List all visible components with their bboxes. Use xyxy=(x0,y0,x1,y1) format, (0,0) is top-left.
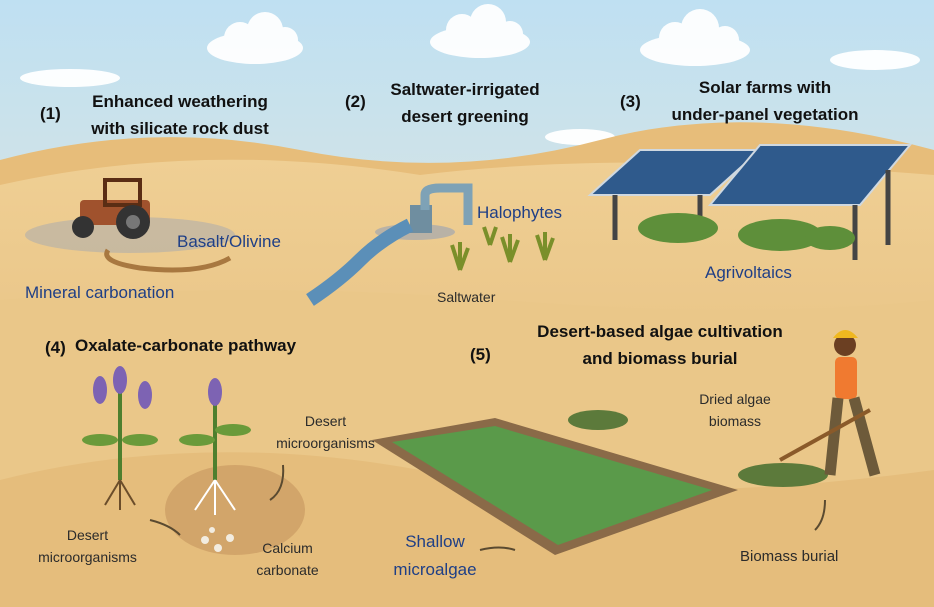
label-line: microalgae xyxy=(393,560,477,579)
mineral-carbonation-label: Mineral carbonation xyxy=(25,283,175,302)
label-line: Shallow xyxy=(405,532,465,551)
biomass-burial-label: Biomass burial xyxy=(740,548,839,565)
solar-panels-icon xyxy=(587,144,913,260)
label-line: Desert xyxy=(304,413,347,429)
mineral-carbonation-arrow xyxy=(104,248,232,273)
label-line: microorganisms xyxy=(38,549,137,565)
label-line: Dried algae xyxy=(699,391,771,407)
label-line: Calcium xyxy=(262,540,313,556)
section-3-title: Solar farms with under-panel vegetation xyxy=(650,74,880,128)
title-line: with silicate rock dust xyxy=(91,119,269,138)
section-2-number: (2) xyxy=(345,92,366,111)
label-line: carbonate xyxy=(256,562,319,578)
title-line: Saltwater-irrigated xyxy=(390,80,540,99)
section-5-number: (5) xyxy=(470,345,491,364)
dried-algae-label: Dried algae biomass xyxy=(685,388,785,432)
saltwater-pump-icon xyxy=(306,183,473,306)
agrivoltaics-label: Agrivoltaics xyxy=(705,263,792,282)
section-4-number: (4) xyxy=(45,338,66,357)
saltwater-label: Saltwater xyxy=(437,289,496,305)
cloud-icon xyxy=(207,12,303,64)
title-line: under-panel vegetation xyxy=(671,105,859,124)
arrows xyxy=(149,464,826,551)
section-4-title: Oxalate-carbonate pathway xyxy=(75,336,297,355)
clouds xyxy=(20,4,920,145)
cloud-icon xyxy=(640,9,750,66)
worker-icon xyxy=(779,330,881,477)
label-line: biomass xyxy=(708,413,762,429)
label-line: microorganisms xyxy=(276,435,375,451)
halophytes-label: Halophytes xyxy=(477,203,563,222)
section-2-title: Saltwater-irrigated desert greening xyxy=(370,76,560,130)
title-line: Enhanced weathering xyxy=(92,92,268,111)
section-1-number: (1) xyxy=(40,104,61,123)
section-5-title: Desert-based algae cultivation and bioma… xyxy=(500,318,820,372)
calcium-carbonate-label: Calcium carbonate xyxy=(250,537,325,581)
title-line: and biomass burial xyxy=(582,349,738,368)
oxalate-plants-icon xyxy=(82,366,305,555)
section-3-number: (3) xyxy=(620,92,641,111)
title-line: desert greening xyxy=(401,107,529,126)
algae-pond-icon xyxy=(372,410,828,555)
cloud-icon xyxy=(430,4,530,58)
shallow-microalgae-label: Shallow microalgae xyxy=(385,528,485,584)
title-line: Solar farms with xyxy=(698,78,832,97)
tractor-icon xyxy=(25,178,235,253)
label-line: Desert xyxy=(66,527,109,543)
section-1-title: Enhanced weathering with silicate rock d… xyxy=(75,88,285,142)
desert-microorganisms-label: Desert microorganisms xyxy=(268,410,383,454)
basalt-label: Basalt/Olivine xyxy=(177,232,281,251)
halophyte-plants xyxy=(450,226,555,271)
desert-microorganisms-label: Desert microorganisms xyxy=(30,524,145,568)
title-line: Desert-based algae cultivation xyxy=(537,322,783,341)
